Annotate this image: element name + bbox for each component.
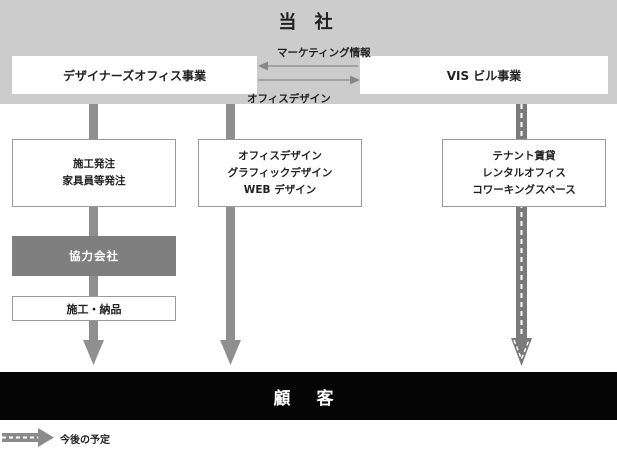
design-flow-shaft [226, 104, 235, 340]
marketing-arrowhead [258, 61, 268, 71]
service-line: テナント賃貸 [492, 149, 556, 162]
service-line: グラフィックデザイン [227, 166, 333, 179]
legend-planned-label: 今後の予定 [60, 435, 110, 446]
designers-office-business-box: デザイナーズオフィス事業 [12, 56, 257, 94]
office-design-flow-label: オフィスデザイン [247, 93, 331, 105]
vis-building-business-box: VIS ビル事業 [360, 56, 608, 94]
construction-flow-shaft [89, 104, 98, 340]
service-line: オフィスデザイン [238, 149, 322, 162]
service-line: 家具員等発注 [62, 175, 126, 187]
office-design-arrowhead [350, 75, 360, 85]
design-flow-arrowhead [220, 340, 241, 365]
service-line: レンタルオフィス [482, 166, 566, 179]
partner-company-box: 協力会社 [12, 236, 176, 276]
construction-order-box: 施工発注 家具員等発注 [12, 139, 176, 207]
company-title: 当 社 [278, 12, 339, 33]
legend-arrow-head [38, 428, 54, 447]
rental-services-box: テナント賃貸 レンタルオフィス コワーキングスペース [442, 139, 606, 207]
service-line: コワーキングスペース [472, 183, 576, 196]
construction-flow-arrowhead [83, 340, 104, 365]
service-line: WEB デザイン [243, 183, 317, 196]
construction-delivery-box: 施工・納品 [12, 296, 176, 321]
design-services-box: オフィスデザイン グラフィックデザイン WEB デザイン [198, 139, 362, 207]
marketing-info-label: マーケティング情報 [277, 47, 371, 59]
customer-band: 顧 客 [0, 372, 617, 420]
service-line: 施工発注 [73, 158, 115, 170]
